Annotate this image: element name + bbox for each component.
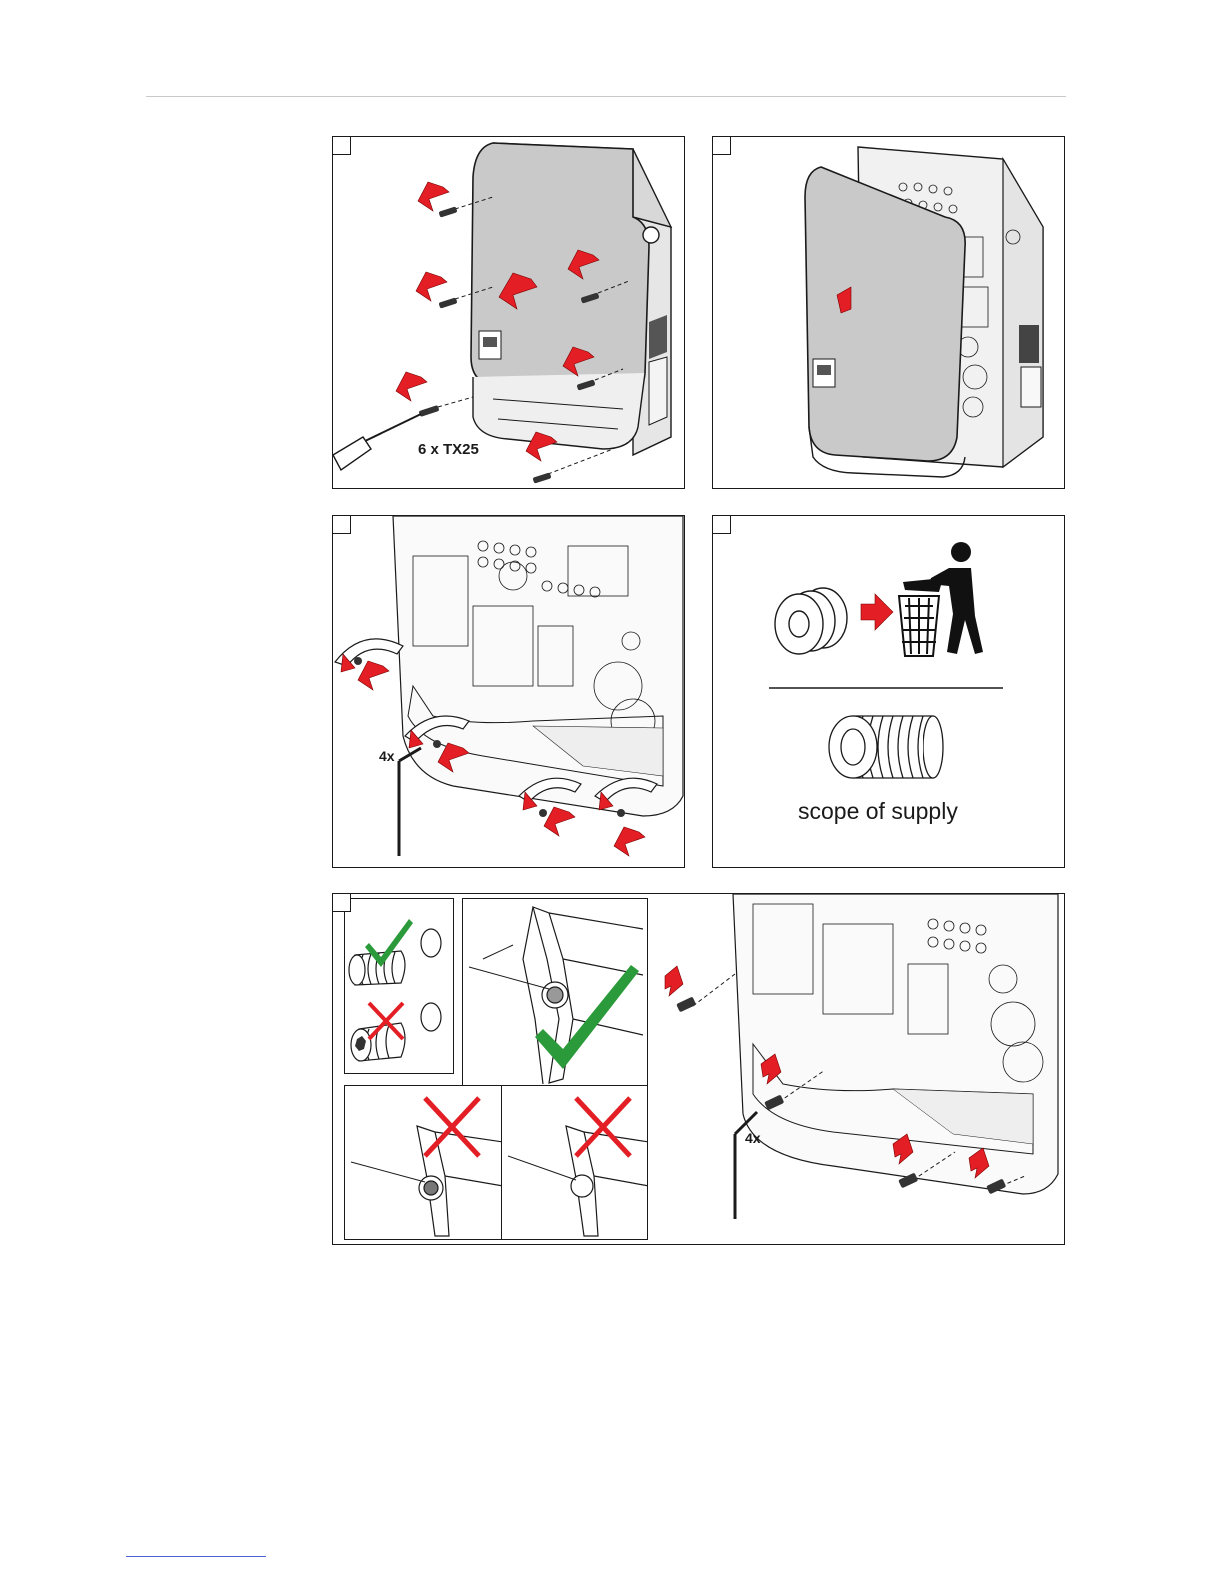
inverter-cover-illustration xyxy=(333,137,685,489)
step-5-checkbox xyxy=(332,893,351,912)
step-2-remove-cover xyxy=(712,136,1065,489)
inverter-open-illustration xyxy=(713,137,1065,489)
step-1-label: 6 x TX25 xyxy=(418,441,479,458)
trash-bin-icon xyxy=(899,596,939,656)
footer-link-underline xyxy=(126,1556,266,1557)
step-4-dispose-seals: scope of supply xyxy=(712,515,1065,868)
step-2-checkbox xyxy=(712,136,731,155)
step-3-remove-screws: 4x xyxy=(332,515,685,868)
step-5-insert-threaded-sleeves: 4x xyxy=(332,893,1065,1245)
step-4-label: scope of supply xyxy=(798,798,958,825)
step-1-remove-cover-screws: 6 x TX25 xyxy=(332,136,685,489)
step-1-checkbox xyxy=(332,136,351,155)
step-4-checkbox xyxy=(712,515,731,534)
header-rule xyxy=(146,96,1066,97)
remove-arrow-icon xyxy=(861,594,893,630)
step-3-label: 4x xyxy=(379,748,395,764)
screwdriver-icon xyxy=(333,414,421,470)
person-disposal-icon xyxy=(929,542,983,654)
step-5-label: 4x xyxy=(745,1130,761,1146)
inverter-inside-illustration xyxy=(333,516,685,868)
step-3-checkbox xyxy=(332,515,351,534)
insert-sleeves-illustration xyxy=(333,894,1065,1245)
